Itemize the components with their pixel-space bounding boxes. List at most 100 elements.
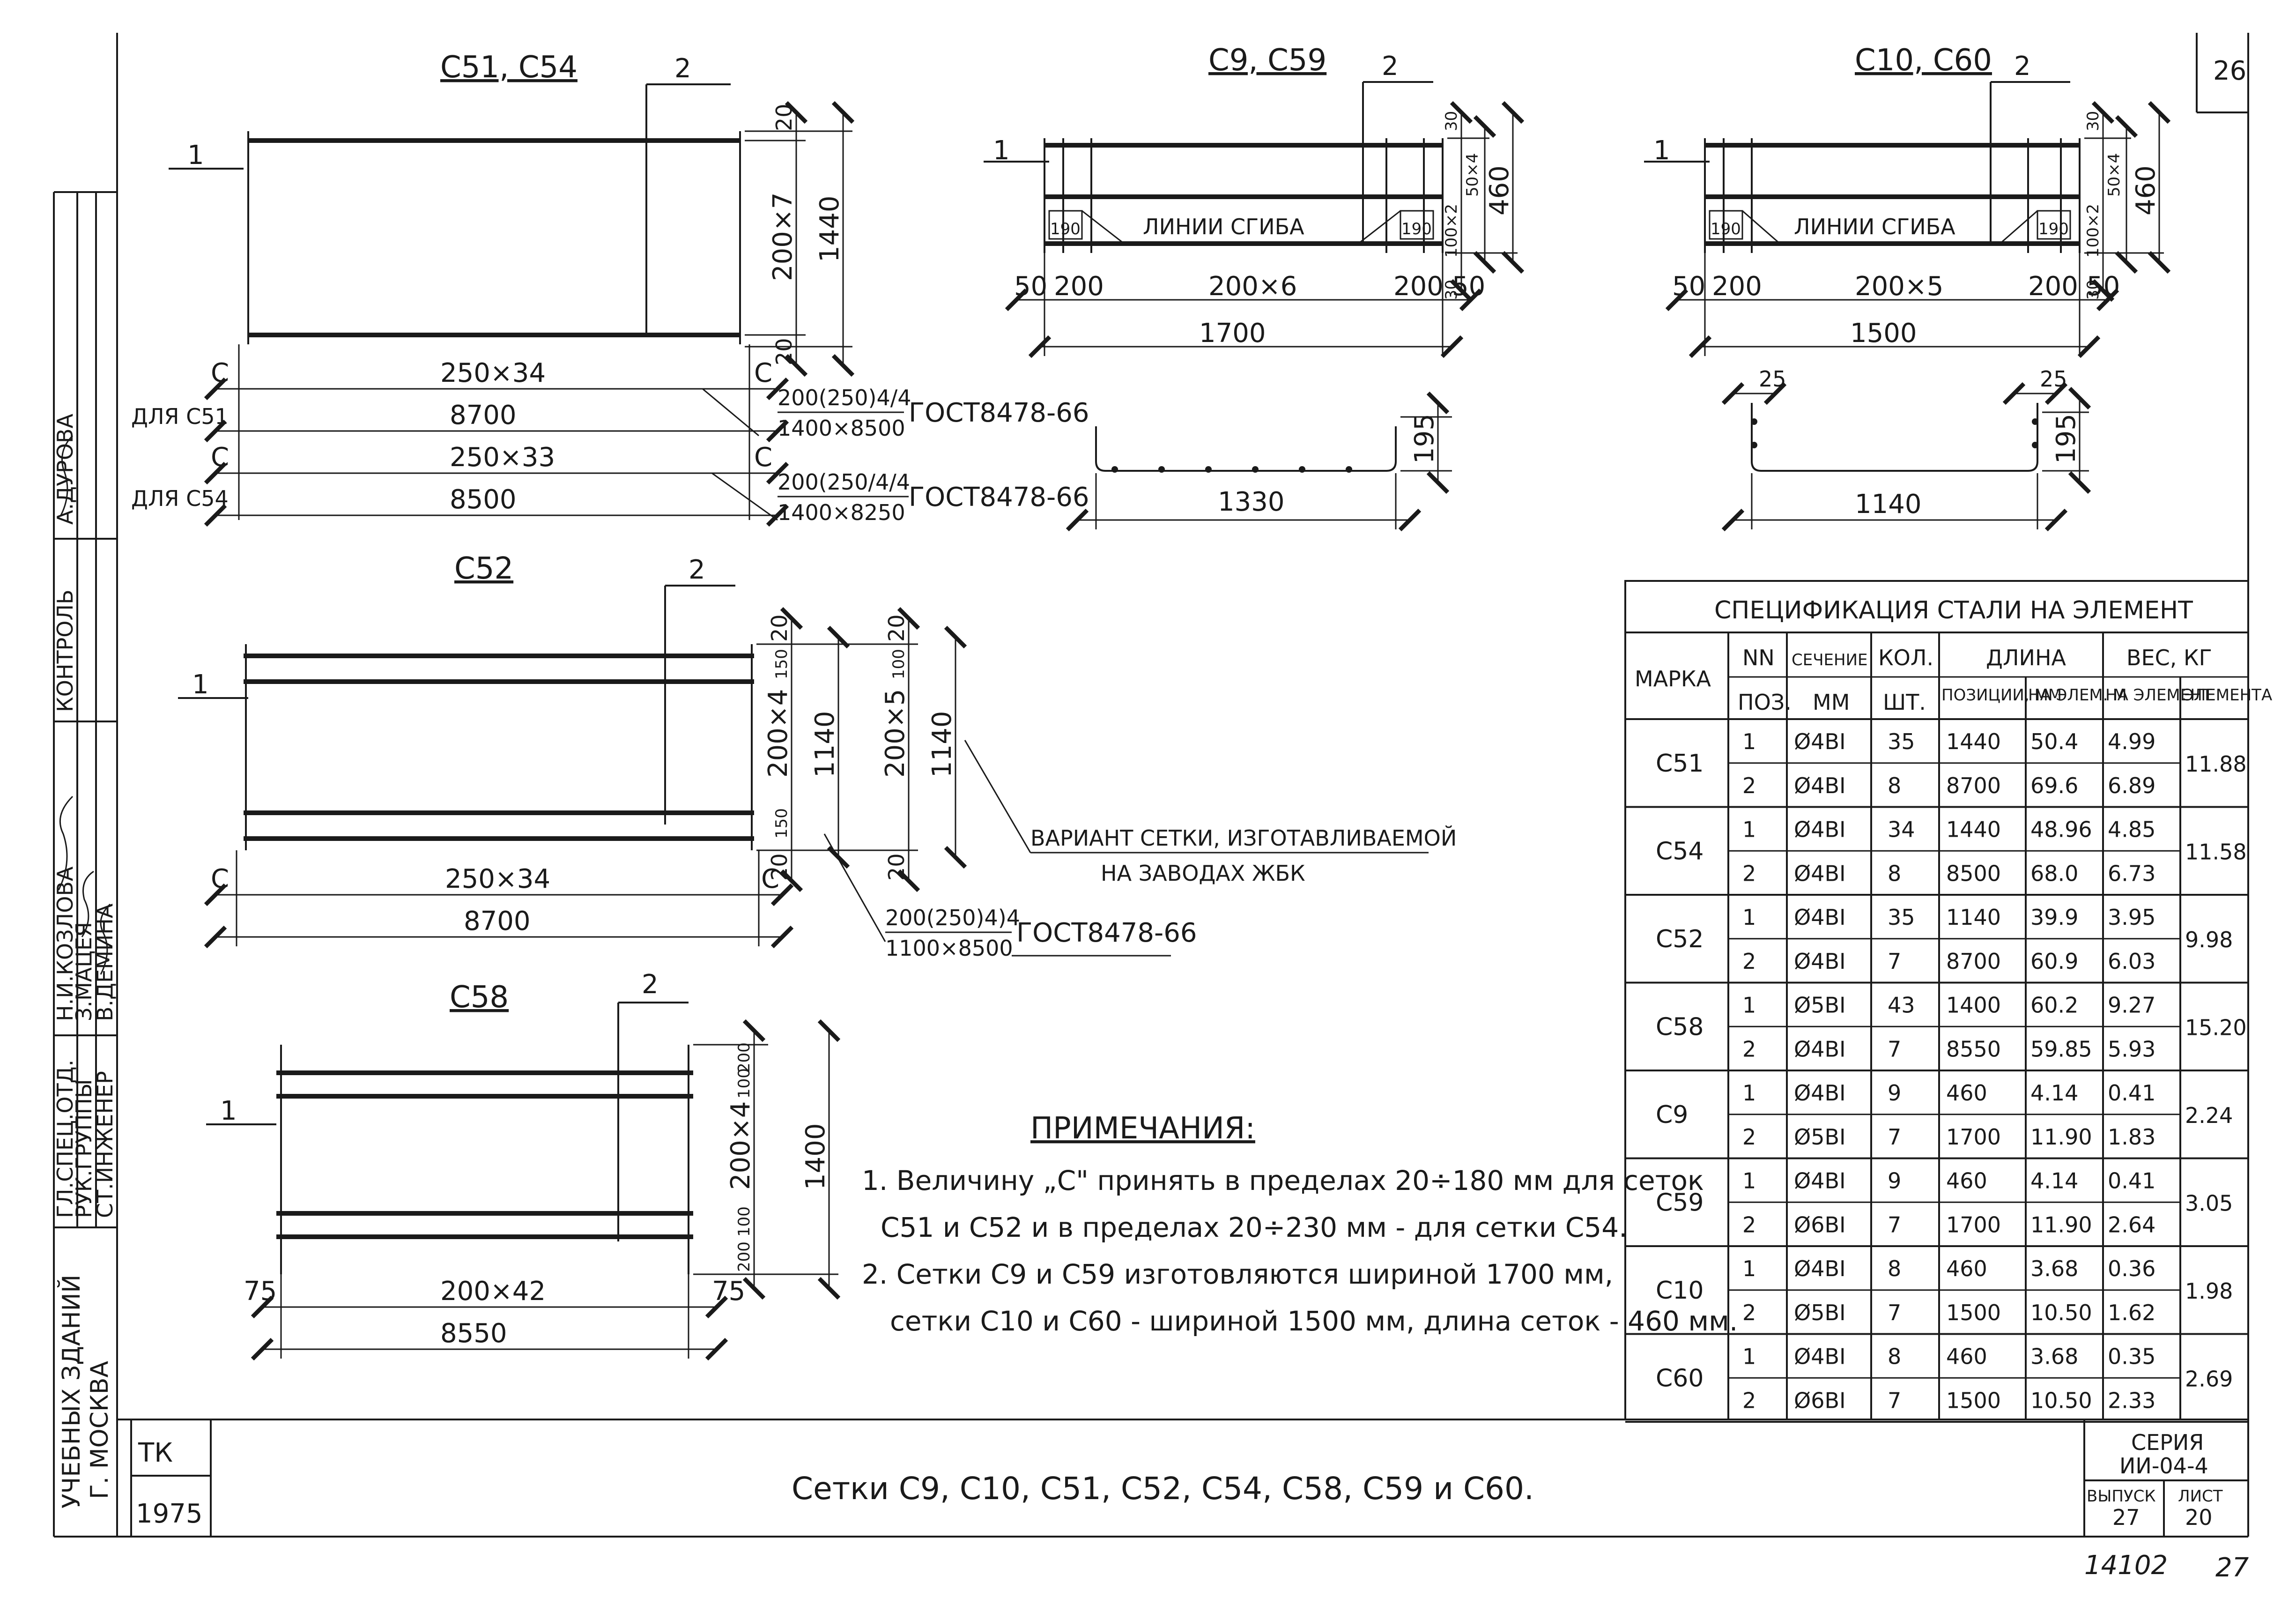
spec-cell: 1700 [1946,1212,2001,1237]
dim-100: 100 [735,1068,754,1099]
signature-role-2: РУК.ГРУППЫ [71,1079,96,1218]
spec-cell: 8550 [1946,1036,2001,1062]
spec-total-weight: 11.88 [2185,751,2247,777]
spec-cell: 2 [1742,773,1756,798]
signature-scribble [58,795,74,891]
overall-alt-dim: 1140 [927,711,957,778]
spec-total-weight: 1.98 [2185,1278,2233,1304]
overall-dim: 1140 [810,711,840,778]
edge-dim: 75 [712,1276,745,1307]
spec-mark: С52 [1656,925,1703,953]
spec-total-weight: 9.98 [2185,927,2233,952]
spec-mark: С10 [1656,1277,1703,1305]
length-dim: 8700 [464,906,531,936]
pos2-label: 2 [674,53,691,84]
mark-c51-top: 200(250)4/4 [778,385,911,410]
spec-cell: 8 [1888,1344,1901,1369]
spec-cell: 11.90 [2030,1124,2092,1150]
spec-cell: Ø5ВⅠ [1794,1124,1846,1150]
hdr-length: ДЛИНА [1986,645,2066,670]
pos1-label: 1 [187,140,204,171]
hdr-len-pos: ПОЗИЦИИ, ММ [1941,686,2062,705]
dim-30: 30 [2084,111,2103,131]
spec-cell: 0.41 [2108,1080,2155,1106]
spec-cell: 69.6 [2030,773,2078,798]
hdr-section-top: СЕЧЕНИЕ [1792,651,1868,669]
gost-c51: ГОСТ8478-66 [909,398,1089,428]
mark-c51-bottom: 1400×8500 [778,416,905,441]
spec-cell: 1 [1742,1168,1756,1194]
edge-dim: 50 [1452,271,1485,302]
fold-lines-label: ЛИНИИ СГИБА [1794,214,1955,239]
spacing-dim: 200×6 [1208,271,1297,302]
spec-cell: 5.93 [2108,1036,2155,1062]
hdr-w-elem: НА ЭЛЕМЕНТ [2105,686,2212,705]
spec-cell: 10.50 [2030,1300,2092,1325]
signature-role-3: СТ.ИНЖЕНЕР [92,1071,118,1218]
end-gap-dim: 200 [1712,271,1762,302]
gost-c54: ГОСТ8478-66 [909,482,1089,513]
spec-cell: 7 [1888,1388,1901,1413]
spec-cell: 1440 [1946,729,2001,754]
hdr-len-elem: НА ЭЛЕМ. М [2028,686,2127,705]
section-width-dim: 1330 [1218,487,1285,517]
spec-cell: 2 [1742,1124,1756,1150]
spacing-c51: 250×34 [440,358,546,388]
fold-dim-right: 190 [2038,220,2069,238]
edge-top-dim: 20 [771,104,797,131]
fold-dim-left: 190 [1711,220,1741,238]
signature-strip: ГЛ.СПЕЦ.ОТД. РУК.ГРУППЫ СТ.ИНЖЕНЕР Н.И.К… [52,191,118,1537]
spec-cell: 48.96 [2030,817,2092,842]
drawing-title: С51, С54 [440,50,578,85]
spec-cell: 7 [1888,949,1901,974]
spec-cell: 8500 [1946,861,2001,886]
organization-line-2: Г. МОСКВА [86,1361,114,1499]
spec-cell: 460 [1946,1168,1987,1194]
spacing-dim: 200×42 [440,1276,546,1307]
spec-cell: 1 [1742,817,1756,842]
spec-cell: Ø6ВⅠ [1794,1388,1846,1413]
spec-total-weight: 2.24 [2185,1103,2233,1128]
spec-mark: С58 [1656,1013,1703,1041]
spec-cell: 8700 [1946,949,2001,974]
spec-cell: Ø5ВⅠ [1794,993,1846,1018]
spec-cell: 2 [1742,1212,1756,1237]
spec-table: СПЕЦИФИКАЦИЯ СТАЛИ НА ЭЛЕМЕНТ МАРКА NN П… [1624,580,2272,1423]
organization-line-1: УЧЕБНЫХ ЗДАНИЙ [57,1275,86,1508]
issue-value: 27 [2112,1505,2140,1530]
mark-top: 200(250)4)4 [885,905,1020,930]
dim-20: 20 [884,853,909,881]
hdr-w-total: ЭЛЕМЕНТА [2183,686,2272,705]
dim-20: 20 [767,614,792,642]
spec-mark: С54 [1656,837,1703,865]
drawing-title: С52 [454,551,513,586]
spec-cell: 3.95 [2108,905,2155,930]
sheet-title: Сетки С9, С10, С51, С52, С54, С58, С59 и… [792,1471,1534,1507]
notes: ПРИМЕЧАНИЯ: 1. Величину „С" принять в пр… [862,1111,1738,1337]
spec-cell: Ø4ВⅠ [1794,861,1846,886]
variant-line-1: ВАРИАНТ СЕТКИ, ИЗГОТАВЛИВАЕМОЙ [1030,825,1457,851]
spec-cell: Ø4ВⅠ [1794,1344,1846,1369]
width-dim: 1700 [1199,318,1266,349]
dim-20: 20 [767,853,792,881]
title-block: ТК 1975 Сетки С9, С10, С51, С52, С54, С5… [130,1419,2248,1537]
edge-dim: 50 [1672,271,1705,302]
spec-total-weight: 11.58 [2185,839,2247,864]
spec-cell: 8 [1888,1256,1901,1281]
sheet-value: 20 [2185,1505,2213,1530]
notes-title: ПРИМЕЧАНИЯ: [1030,1111,1255,1146]
dim-150: 150 [772,649,791,679]
spec-mark: С9 [1656,1101,1688,1129]
section-height-dim: 195 [2051,414,2081,464]
spec-cell: 8 [1888,773,1901,798]
pos1-label: 1 [220,1096,237,1126]
overall-dim: 1400 [800,1123,831,1190]
spec-cell: 39.9 [2030,905,2078,930]
spec-cell: 11.90 [2030,1212,2092,1237]
spacing-dim: 200×7 [768,193,798,281]
spec-mark: С60 [1656,1364,1703,1392]
spec-cell: 9 [1888,1080,1901,1106]
spec-cell: 4.85 [2108,817,2155,842]
sheet-label: ЛИСТ [2178,1487,2223,1506]
spacing-c54: 250×33 [450,442,555,473]
